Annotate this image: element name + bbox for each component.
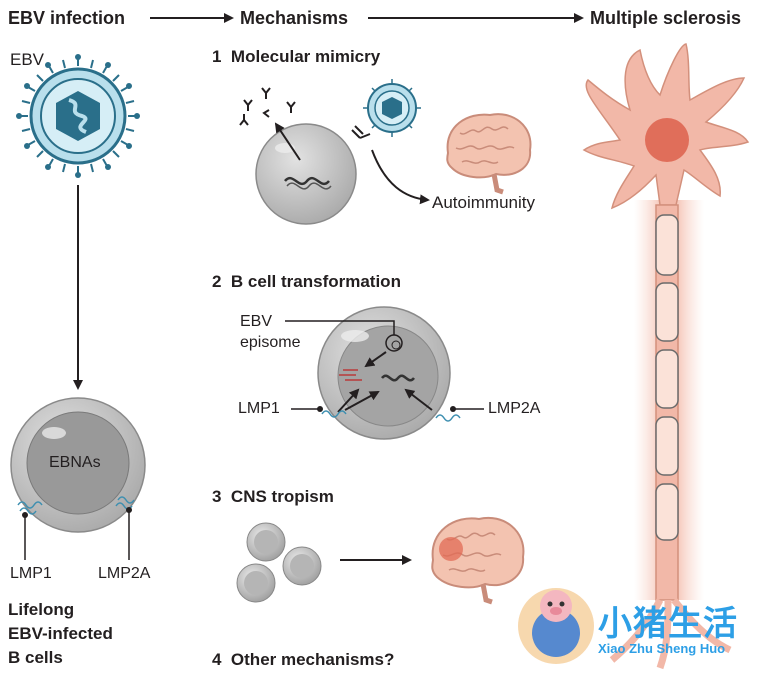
autoimmunity-label: Autoimmunity xyxy=(432,193,535,212)
antibody-icons xyxy=(239,87,371,139)
mechanism-title: B cell transformation xyxy=(230,272,401,291)
lmp1-label-left: LMP1 xyxy=(10,565,52,582)
mechanism-number: 1 xyxy=(212,47,222,66)
lmp1-label-mech: LMP1 xyxy=(238,400,280,417)
mechanism-number: 3 xyxy=(212,487,222,506)
caption-line-1: Lifelong xyxy=(8,600,75,619)
mechanism-1-title: 1 Molecular mimicry xyxy=(212,47,380,67)
ebv-virus-icon xyxy=(16,54,140,178)
watermark-logo xyxy=(518,588,594,664)
mechanism-title: CNS tropism xyxy=(230,487,334,506)
caption-line-2: EBV-infected xyxy=(8,624,113,643)
mechanism-3-title: 3 CNS tropism xyxy=(212,487,334,507)
caption-line-3: B cells xyxy=(8,648,63,667)
ebv-label: EBV xyxy=(10,50,45,69)
mimicry-b-cell xyxy=(255,122,357,225)
lmp2a-label-left: LMP2A xyxy=(98,565,151,582)
header-multiple-sclerosis: Multiple sclerosis xyxy=(590,8,742,28)
header-ebv-infection: EBV infection xyxy=(8,8,126,28)
watermark-chinese: 小猪生活 xyxy=(598,605,738,643)
mechanism-number: 4 xyxy=(212,650,222,669)
inflamed-brain-icon xyxy=(431,516,525,605)
watermark-pinyin: Xiao Zhu Sheng Huo xyxy=(598,641,726,656)
mimicry-virus-icon xyxy=(363,79,421,137)
infected-b-cell xyxy=(10,397,146,560)
mechanism-title: Other mechanisms? xyxy=(230,650,395,669)
header-mechanisms: Mechanisms xyxy=(240,8,349,28)
small-b-cells xyxy=(236,522,322,603)
ebv-episome-label-line2: episome xyxy=(240,334,301,351)
transformed-b-cell xyxy=(285,306,484,440)
mechanism-title: Molecular mimicry xyxy=(230,47,381,66)
brain-icon xyxy=(446,113,532,195)
lmp2a-label-mech: LMP2A xyxy=(488,400,541,417)
mechanism-4-title: 4 Other mechanisms? xyxy=(212,650,394,670)
ebnas-label: EBNAs xyxy=(49,454,101,471)
autoimmunity-arrow xyxy=(371,149,430,205)
ebv-episome-label-line1: EBV xyxy=(240,313,273,330)
mechanism-number: 2 xyxy=(212,272,222,291)
mechanism-2-title: 2 B cell transformation xyxy=(212,272,401,292)
neuron xyxy=(582,43,750,670)
